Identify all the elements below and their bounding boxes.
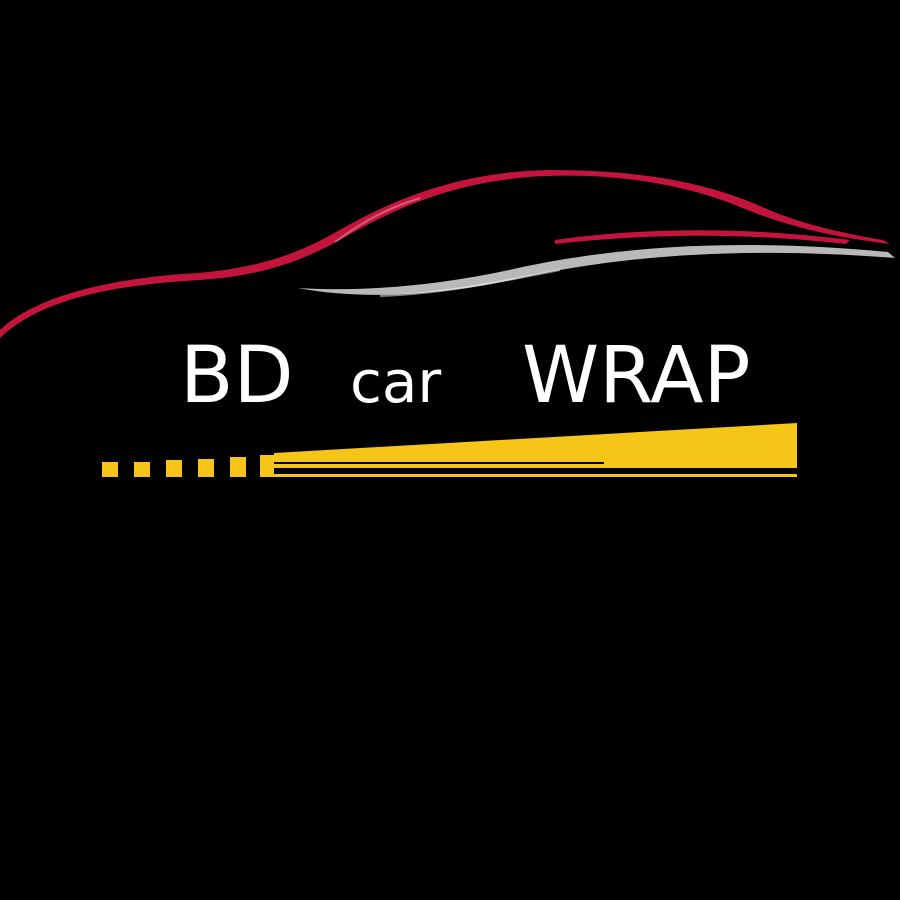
brand-wordmark: BD car WRAP [180, 331, 751, 421]
car-outline-stroke [0, 170, 890, 338]
car-hood-accent [555, 230, 850, 244]
car-silhouette-icon [0, 170, 890, 338]
silver-swoosh-icon [298, 245, 895, 297]
wordmark-car: car [350, 348, 441, 416]
wordmark-wrap: WRAP [522, 331, 751, 421]
speed-line-thin [274, 462, 604, 464]
car-roof-highlight [334, 197, 421, 243]
speed-wedge [274, 423, 797, 468]
checker-square [166, 460, 182, 477]
speed-line-bottom [274, 474, 797, 477]
checker-square [102, 462, 118, 477]
checker-square [230, 457, 246, 477]
checker-square [134, 462, 150, 477]
checker-square [198, 459, 214, 477]
silver-swoosh-stroke [298, 245, 895, 295]
silver-swoosh-shine [379, 269, 561, 297]
checker-square [260, 455, 274, 477]
wordmark-bd: BD [180, 331, 294, 421]
checkered-speed-stripe-icon [102, 423, 797, 477]
